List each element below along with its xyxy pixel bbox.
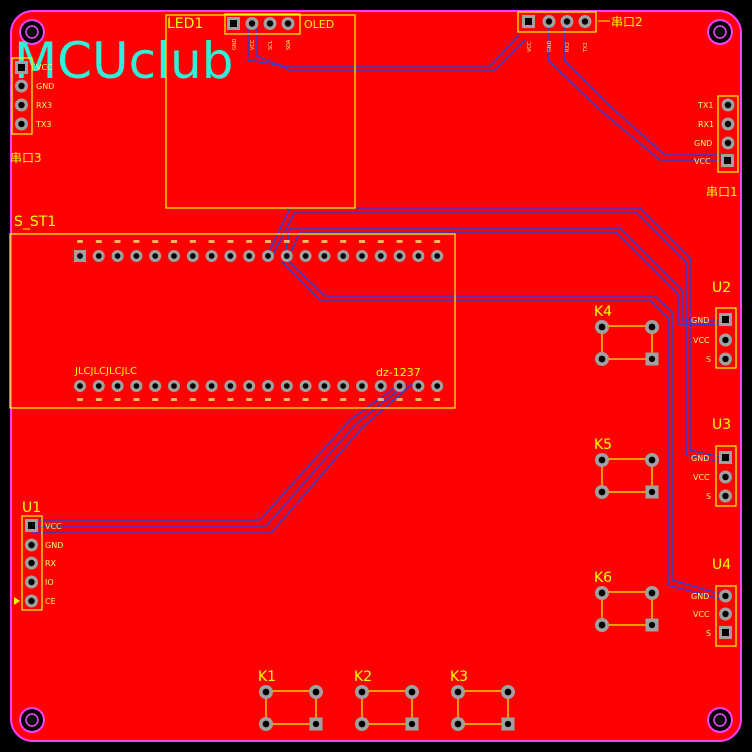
u2-pin-label: GND xyxy=(691,316,709,325)
u2-pin-label: VCC xyxy=(693,336,710,345)
key-switch: K2 xyxy=(354,669,419,731)
uart2-pin-label: RX2 xyxy=(565,42,571,52)
u1-pin-label: GND xyxy=(45,541,63,550)
u3-pin-label: S xyxy=(706,492,711,501)
uart2-pin-label: GND xyxy=(547,40,553,52)
key-switch: K6 xyxy=(594,570,659,632)
u1-pin-label: IO xyxy=(45,578,54,587)
uart1-header: TX1 RX1 GND VCC 串口1 xyxy=(694,95,739,199)
u4-pin-label: VCC xyxy=(693,610,710,619)
trace xyxy=(32,383,401,521)
trace xyxy=(256,24,526,71)
trace xyxy=(247,24,521,67)
u4-pin-label: GND xyxy=(691,592,709,601)
uart3-pin-label: GND xyxy=(36,82,54,91)
led1-pin-label: VCC xyxy=(250,39,256,50)
trace xyxy=(284,227,724,321)
key-ref: K6 xyxy=(594,570,612,586)
key-ref: K3 xyxy=(450,669,468,685)
uart2-ref: 串口2 xyxy=(611,15,643,29)
uart3-header: VCC GND RX3 TX3 串口3 xyxy=(10,57,54,165)
u1-header: U1 VCC GND RX IO CE xyxy=(14,500,63,611)
led1-pin-label: GND xyxy=(232,38,238,50)
uart1-pin-label: GND xyxy=(694,139,712,148)
key-switch: K4 xyxy=(594,304,659,366)
mounting-holes xyxy=(19,19,733,733)
trace xyxy=(284,257,725,596)
trace xyxy=(267,207,725,459)
uart3-pin-label: VCC xyxy=(36,63,53,72)
key-switch: K1 xyxy=(258,669,323,731)
trace xyxy=(272,211,725,463)
uart2-pin-label: VCC xyxy=(527,41,533,52)
traces xyxy=(32,24,726,601)
trace xyxy=(32,383,407,527)
uart1-pin-label: TX1 xyxy=(697,101,713,110)
led1-ref: LED1 xyxy=(167,16,203,32)
s-st1-top-pin-row xyxy=(74,240,444,262)
key-switch: K5 xyxy=(594,437,659,499)
trace xyxy=(547,26,726,161)
s-st1-bottom-pin-row xyxy=(74,380,444,401)
uart3-pin-label: TX3 xyxy=(35,120,51,129)
trace xyxy=(563,26,726,156)
logo-text: MCUclub xyxy=(14,32,233,90)
u2-pin-label: S xyxy=(706,355,711,364)
u2-ref: U2 xyxy=(712,280,731,296)
u2-header: U2 GND VCC S xyxy=(691,280,737,369)
s-st1-footprint: S_ST1 JLCJLCJLCJLC dz-1237 xyxy=(9,214,456,409)
uart3-ref: 串口3 xyxy=(10,151,42,165)
u3-header: U3 GND VCC S xyxy=(691,417,737,507)
uart3-pin-label: RX3 xyxy=(36,101,52,110)
copper-pour xyxy=(10,10,742,742)
u4-pin-label: S xyxy=(706,629,711,638)
led1-footprint: LED1 OLED GND VCC SCL SDA xyxy=(165,13,356,209)
uart1-ref: 串口1 xyxy=(706,185,738,199)
u1-pin-label: RX xyxy=(45,559,57,568)
led1-pin-label: SCL xyxy=(268,40,274,50)
key-ref: K1 xyxy=(258,669,276,685)
u1-pin-label: CE xyxy=(45,597,56,606)
u1-ref: U1 xyxy=(22,500,41,516)
u3-pin-label: GND xyxy=(691,454,709,463)
uart2-header: 串口2 VCC GND RX2 TX2 xyxy=(517,11,643,53)
u3-ref: U3 xyxy=(712,417,731,433)
trace xyxy=(287,231,725,326)
s-st1-model: dz-1237 xyxy=(376,366,421,379)
trace xyxy=(281,261,725,601)
s-st1-ref: S_ST1 xyxy=(14,214,56,230)
key-ref: K2 xyxy=(354,669,372,685)
key-switch: K3 xyxy=(450,669,515,731)
s-st1-top-text: JLCJLCJLCJLC xyxy=(74,366,137,377)
uart1-pin-label: RX1 xyxy=(698,120,714,129)
u3-pin-label: VCC xyxy=(693,473,710,482)
u4-ref: U4 xyxy=(712,557,731,573)
u4-header: U4 GND VCC S xyxy=(691,557,737,647)
key-ref: K4 xyxy=(594,304,612,320)
trace xyxy=(32,383,413,533)
u1-pin-label: VCC xyxy=(45,522,62,531)
uart1-pin-label: VCC xyxy=(694,157,711,166)
uart2-pin-label: TX2 xyxy=(583,42,589,53)
led1-pin-label: SDA xyxy=(286,39,292,50)
led1-name: OLED xyxy=(304,18,334,31)
key-ref: K5 xyxy=(594,437,612,453)
